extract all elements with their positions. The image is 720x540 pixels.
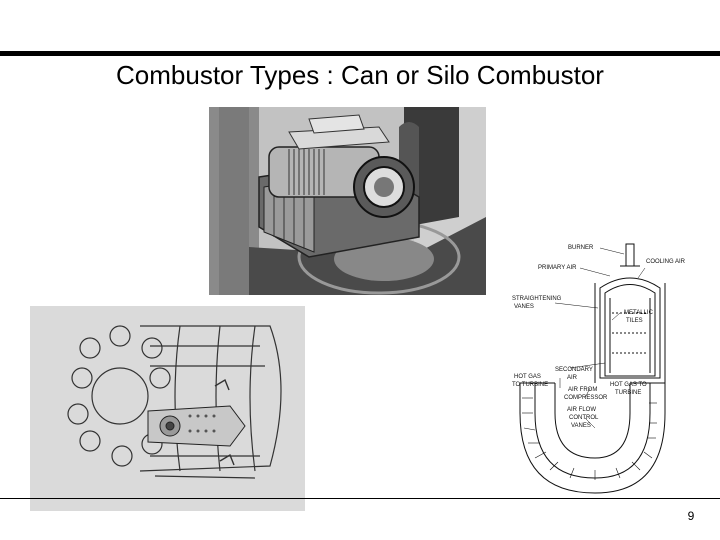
- label-hot-gas-to-turbine-left-2: TO TURBINE: [512, 382, 548, 388]
- label-metallic-tiles: METALLIC: [624, 310, 654, 316]
- label-burner: BURNER: [568, 245, 594, 251]
- label-metallic-tiles-2: TILES: [626, 318, 643, 324]
- label-cooling-air: COOLING AIR: [646, 259, 686, 265]
- label-hot-gas-to-turbine-right: HOT GAS TO: [610, 382, 647, 388]
- top-rule: [0, 51, 720, 56]
- label-hot-gas-to-turbine-left: HOT GAS: [514, 374, 541, 380]
- slide-title: Combustor Types : Can or Silo Combustor: [116, 60, 604, 90]
- label-secondary-air: SECONDARY: [555, 367, 593, 373]
- can-annular-arrangement-image: [30, 306, 305, 511]
- silo-combustor-cutaway-image: [209, 107, 486, 295]
- label-straightening-vanes: STRAIGHTENING: [512, 296, 562, 302]
- label-primary-air: PRIMARY AIR: [538, 265, 577, 271]
- label-straightening-vanes-2: VANES: [514, 304, 534, 310]
- bottom-rule: [0, 498, 720, 499]
- label-hot-gas-to-turbine-right-2: TURBINE: [615, 390, 641, 396]
- label-air-from-compressor: AIR FROM: [568, 387, 597, 393]
- label-air-flow-control-vanes-3: VANES: [571, 423, 591, 429]
- page-number: 9: [687, 509, 695, 523]
- label-secondary-air-2: AIR: [567, 375, 578, 381]
- label-air-flow-control-vanes-2: CONTROL: [569, 415, 599, 421]
- label-air-flow-control-vanes: AIR FLOW: [567, 407, 596, 413]
- label-air-from-compressor-2: COMPRESSOR: [564, 395, 608, 401]
- silo-combustor-section-diagram: BURNER COOLING AIR PRIMARY AIR STRAIGHTE…: [500, 238, 688, 500]
